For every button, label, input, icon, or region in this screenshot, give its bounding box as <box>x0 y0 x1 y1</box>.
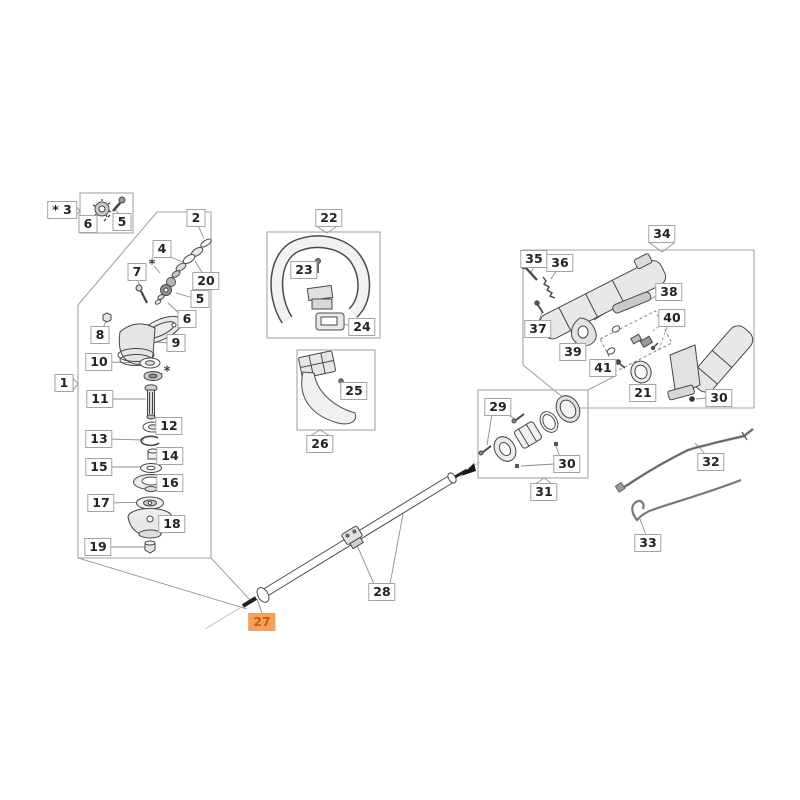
part-label-15[interactable]: 15 <box>85 458 113 476</box>
part-label-26[interactable]: 26 <box>306 435 334 453</box>
part-label-38[interactable]: 38 <box>655 283 683 301</box>
direction-arrow <box>461 463 476 476</box>
part-label-4[interactable]: 4 <box>152 240 172 258</box>
part-label-35[interactable]: 35 <box>520 250 548 268</box>
part-label-31[interactable]: 31 <box>530 483 558 501</box>
part-label-30a[interactable]: 30 <box>553 455 581 473</box>
part-label-11[interactable]: 11 <box>86 390 114 408</box>
assembly-31-box <box>477 389 589 479</box>
part-label-7[interactable]: 7 <box>127 263 147 281</box>
coupling-kit-drawing <box>461 395 581 476</box>
part-label-6a[interactable]: 6 <box>78 215 98 233</box>
loop-handle-drawing <box>270 235 371 331</box>
part-label-28[interactable]: 28 <box>368 583 396 601</box>
part-label-8[interactable]: 8 <box>90 326 110 344</box>
part-label-40[interactable]: 40 <box>658 309 686 327</box>
assembly-boxes <box>77 192 755 559</box>
part-label-14[interactable]: 14 <box>156 447 184 465</box>
part-label-5b[interactable]: 5 <box>190 290 210 308</box>
part-label-25[interactable]: 25 <box>340 382 368 400</box>
part-label-37[interactable]: 37 <box>524 320 552 338</box>
barrier-handle-drawing <box>298 350 357 425</box>
part-label-23[interactable]: 23 <box>290 261 318 279</box>
part-label-13[interactable]: 13 <box>85 430 113 448</box>
part-label-32[interactable]: 32 <box>697 453 725 471</box>
part-label-2[interactable]: 2 <box>186 209 206 227</box>
part-label-17[interactable]: 17 <box>87 494 115 512</box>
part-label-33[interactable]: 33 <box>634 534 662 552</box>
part-label-22[interactable]: 22 <box>315 209 343 227</box>
part-label-6b[interactable]: 6 <box>177 310 197 328</box>
part-label-29[interactable]: 29 <box>484 398 512 416</box>
part-label-41[interactable]: 41 <box>589 359 617 377</box>
box-pointers <box>71 203 675 585</box>
part-label-3[interactable]: * 3 <box>47 201 77 219</box>
shaft-tube-drawing <box>204 461 481 630</box>
part-label-12[interactable]: 12 <box>155 417 183 435</box>
part-label-27[interactable]: 27 <box>248 613 276 631</box>
assembly-34-box <box>522 249 755 409</box>
part-label-20[interactable]: 20 <box>192 272 220 290</box>
part-label-34[interactable]: 34 <box>648 225 676 243</box>
inset-gear-kit-drawing <box>92 196 126 222</box>
part-label-19[interactable]: 19 <box>84 538 112 556</box>
leader-lines <box>77 209 708 614</box>
rear-handle-assembly-drawing <box>520 253 754 402</box>
part-label-16[interactable]: 16 <box>156 474 184 492</box>
part-label-39[interactable]: 39 <box>559 343 587 361</box>
assembly-22-box <box>266 231 381 339</box>
part-label-21[interactable]: 21 <box>629 384 657 402</box>
part-label-9[interactable]: 9 <box>166 334 186 352</box>
part-label-18[interactable]: 18 <box>158 515 186 533</box>
assembly-26-box <box>296 349 376 431</box>
part-label-36[interactable]: 36 <box>546 254 574 272</box>
inset-box-3 <box>79 192 134 234</box>
part-label-30b[interactable]: 30 <box>705 389 733 407</box>
part-label-5a[interactable]: 5 <box>112 213 132 231</box>
part-label-10[interactable]: 10 <box>85 353 113 371</box>
throttle-cable-drawing <box>614 427 754 493</box>
wire-link-drawing <box>631 478 742 522</box>
part-label-24[interactable]: 24 <box>348 318 376 336</box>
part-label-1[interactable]: 1 <box>54 374 74 392</box>
